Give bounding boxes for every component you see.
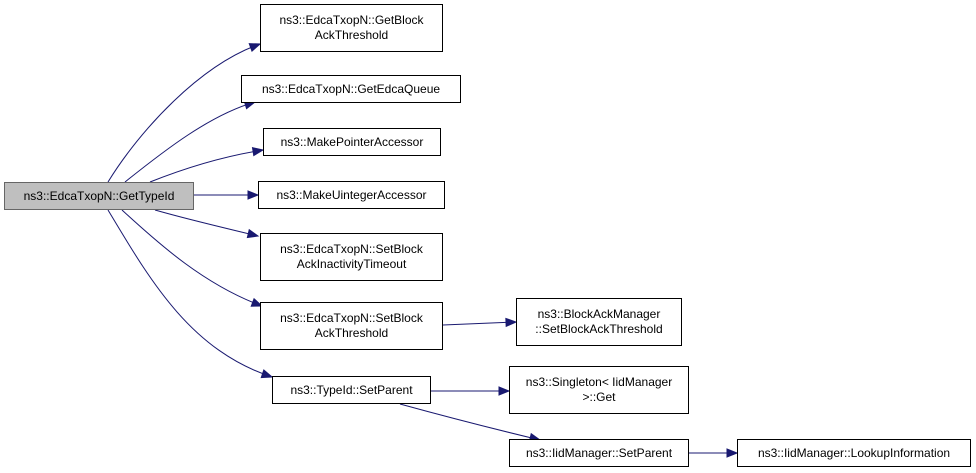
edge-get-type-id-to-make-pointer-accessor: [149, 149, 264, 183]
edge-type-id-set-parent-to-iid-manager-set-parent: [399, 403, 541, 441]
node-set-block-ack-inactivity-timeout[interactable]: ns3::EdcaTxopN::SetBlock AckInactivityTi…: [260, 233, 443, 281]
arrowhead-set-block-ack-inactivity-timeout: [246, 228, 260, 239]
edge-get-type-id-to-set-block-ack-inactivity-timeout: [154, 209, 259, 237]
arrowhead-get-block-ack-threshold: [248, 43, 262, 53]
node-get-type-id[interactable]: ns3::EdcaTxopN::GetTypeId: [4, 182, 194, 210]
node-make-pointer-accessor[interactable]: ns3::MakePointerAccessor: [263, 128, 441, 156]
node-iid-manager-lookup-information[interactable]: ns3::IidManager::LookupInformation: [737, 439, 971, 467]
edge-set-block-ack-threshold-to-block-ack-manager-set-threshold: [442, 321, 517, 326]
node-make-uinteger-accessor[interactable]: ns3::MakeUintegerAccessor: [258, 181, 445, 209]
edge-get-type-id-to-type-id-set-parent: [107, 209, 273, 378]
arrowhead-iid-manager-lookup-information: [726, 448, 739, 458]
arrowhead-type-id-set-parent: [260, 369, 274, 379]
node-get-block-ack-threshold[interactable]: ns3::EdcaTxopN::GetBlock AckThreshold: [260, 4, 443, 52]
arrowhead-make-pointer-accessor: [251, 146, 265, 157]
edge-get-type-id-to-get-block-ack-threshold: [107, 43, 261, 183]
arrowhead-singleton-get: [498, 386, 511, 396]
edge-get-type-id-to-get-edca-queue: [124, 101, 256, 183]
edge-get-type-id-to-set-block-ack-threshold: [121, 209, 263, 307]
arrowhead-make-uinteger-accessor: [247, 190, 260, 200]
node-type-id-set-parent[interactable]: ns3::TypeId::SetParent: [272, 376, 431, 404]
node-singleton-get[interactable]: ns3::Singleton< IidManager >::Get: [509, 366, 689, 414]
node-iid-manager-set-parent[interactable]: ns3::IidManager::SetParent: [509, 439, 689, 467]
arrowhead-set-block-ack-threshold: [250, 297, 264, 307]
node-set-block-ack-threshold[interactable]: ns3::EdcaTxopN::SetBlock AckThreshold: [260, 302, 443, 350]
node-get-edca-queue[interactable]: ns3::EdcaTxopN::GetEdcaQueue: [241, 75, 461, 103]
node-block-ack-manager-set-threshold[interactable]: ns3::BlockAckManager ::SetBlockAckThresh…: [516, 298, 682, 346]
arrowhead-block-ack-manager-set-threshold: [505, 317, 518, 328]
